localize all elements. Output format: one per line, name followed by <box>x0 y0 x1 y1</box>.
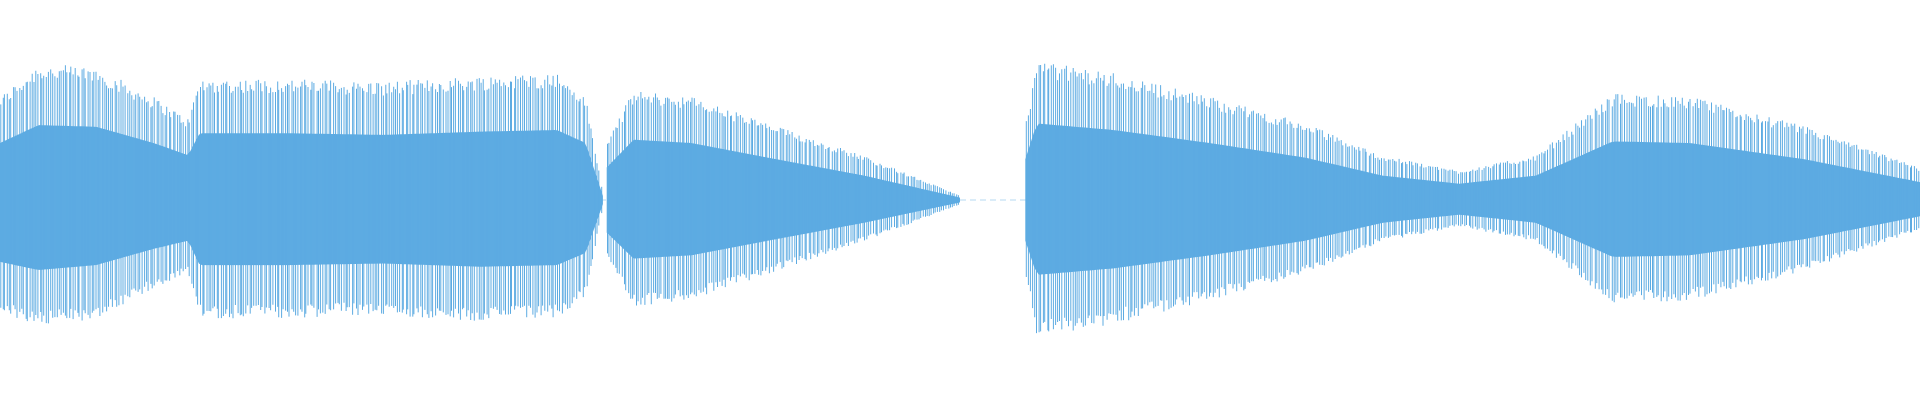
waveform-segment-3 <box>1025 63 1920 334</box>
waveform-segment-1 <box>0 65 603 324</box>
waveform-segment-2 <box>606 92 960 306</box>
